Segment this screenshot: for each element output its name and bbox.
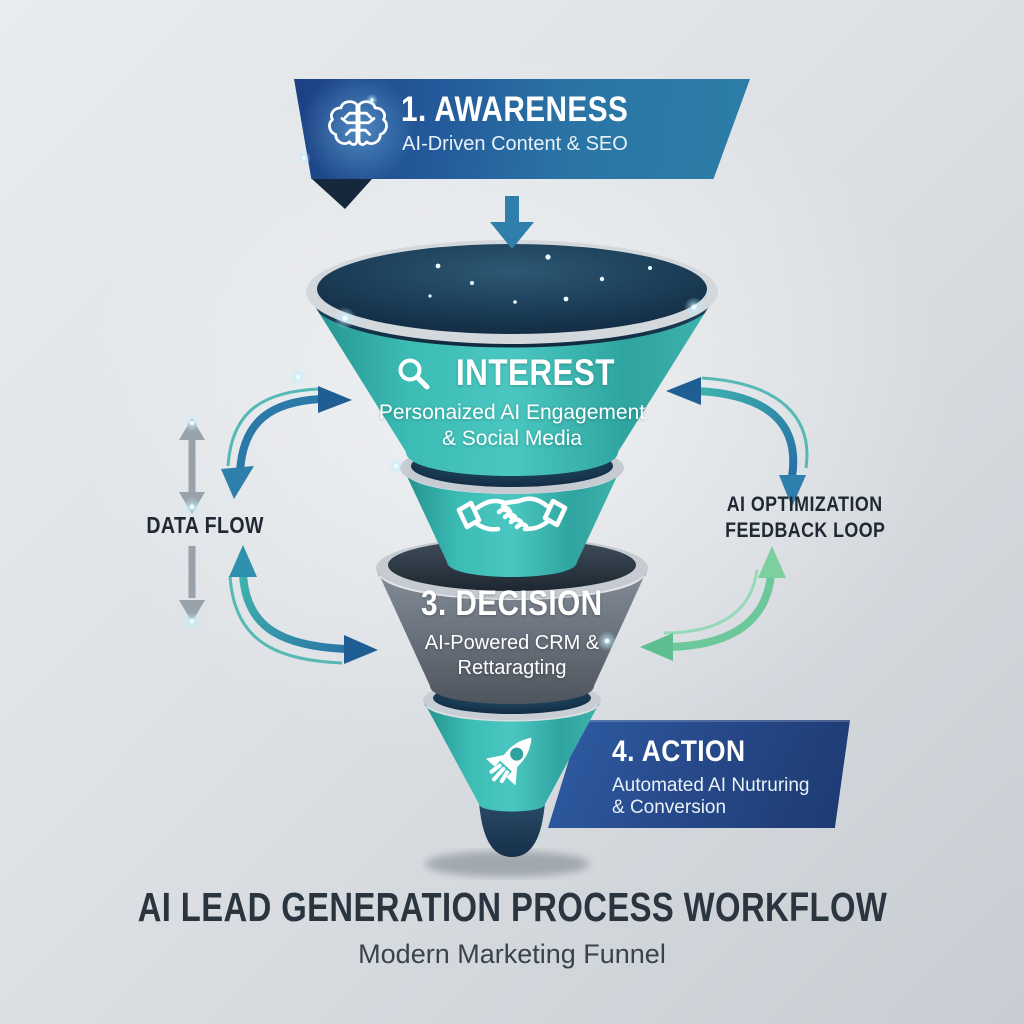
interest-subtitle-line1: Personaized AI Engagement — [378, 401, 646, 424]
curved-arrow-left-bottom — [228, 545, 378, 665]
funnel-shadow — [425, 851, 589, 877]
brain-icon — [328, 100, 388, 146]
funnel-stage-decision-body — [377, 570, 647, 704]
feedback-loop-label-line2: FEEDBACK LOOP — [724, 519, 886, 542]
curved-arrow-left-top — [221, 386, 352, 499]
search-icon — [398, 358, 430, 390]
decision-title: 3. DECISION — [421, 584, 603, 623]
data-flow-label: DATA FLOW — [146, 512, 264, 538]
funnel-spout — [479, 802, 545, 857]
sparkle-dots — [428, 254, 652, 304]
page-subtitle: Modern Marketing Funnel — [358, 939, 666, 969]
decision-subtitle: AI-Powered CRM & Rettaragting — [362, 631, 662, 681]
glow-sparkles — [182, 94, 704, 651]
interest-title: INTEREST — [455, 352, 615, 393]
awareness-text: 1. AWARENESS AI-Driven Content & SEO — [360, 90, 670, 156]
action-subtitle-line1: Automated AI Nutruring — [612, 775, 810, 796]
interest-stage-text: INTEREST Personaized AI Engagement & Soc… — [352, 352, 672, 452]
action-banner: 4. ACTION Automated AI Nutruring & Conve… — [548, 720, 850, 828]
action-subtitle: Automated AI Nutruring & Conversion — [612, 775, 810, 819]
handshake-icon — [456, 496, 568, 532]
page-title: AI LEAD GENERATION PROCESS WORKFLOW — [137, 884, 887, 930]
awareness-banner: 1. AWARENESS AI-Driven Content & SEO — [294, 79, 750, 179]
feedback-loop-label-line1: AI OPTIMIZATION — [727, 493, 883, 516]
curved-arrow-right-top — [666, 376, 809, 507]
action-title: 4. ACTION — [612, 735, 746, 768]
footer: AI LEAD GENERATION PROCESS WORKFLOW Mode… — [0, 884, 1024, 970]
interest-subtitle: Personaized AI Engagement & Social Media — [352, 400, 672, 452]
feedback-loop-label: AI OPTIMIZATION FEEDBACK LOOP — [700, 492, 910, 544]
awareness-subtitle: AI-Driven Content & SEO — [402, 133, 628, 155]
interest-subtitle-line2: & Social Media — [441, 427, 583, 450]
action-subtitle-line2: & Conversion — [612, 797, 727, 818]
decision-subtitle-line2: Rettaragting — [457, 657, 567, 679]
action-text: 4. ACTION Automated AI Nutruring & Conve… — [612, 735, 810, 819]
down-arrow-icon — [490, 196, 534, 249]
awareness-title: 1. AWARENESS — [401, 90, 629, 129]
decision-subtitle-line1: AI-Powered CRM & — [424, 632, 600, 654]
rocket-icon — [485, 737, 532, 786]
funnel-stage-interest-interior — [317, 244, 707, 334]
curved-arrow-right-bottom — [640, 546, 786, 661]
decision-stage-text: 3. DECISION AI-Powered CRM & Rettaragtin… — [362, 584, 662, 681]
